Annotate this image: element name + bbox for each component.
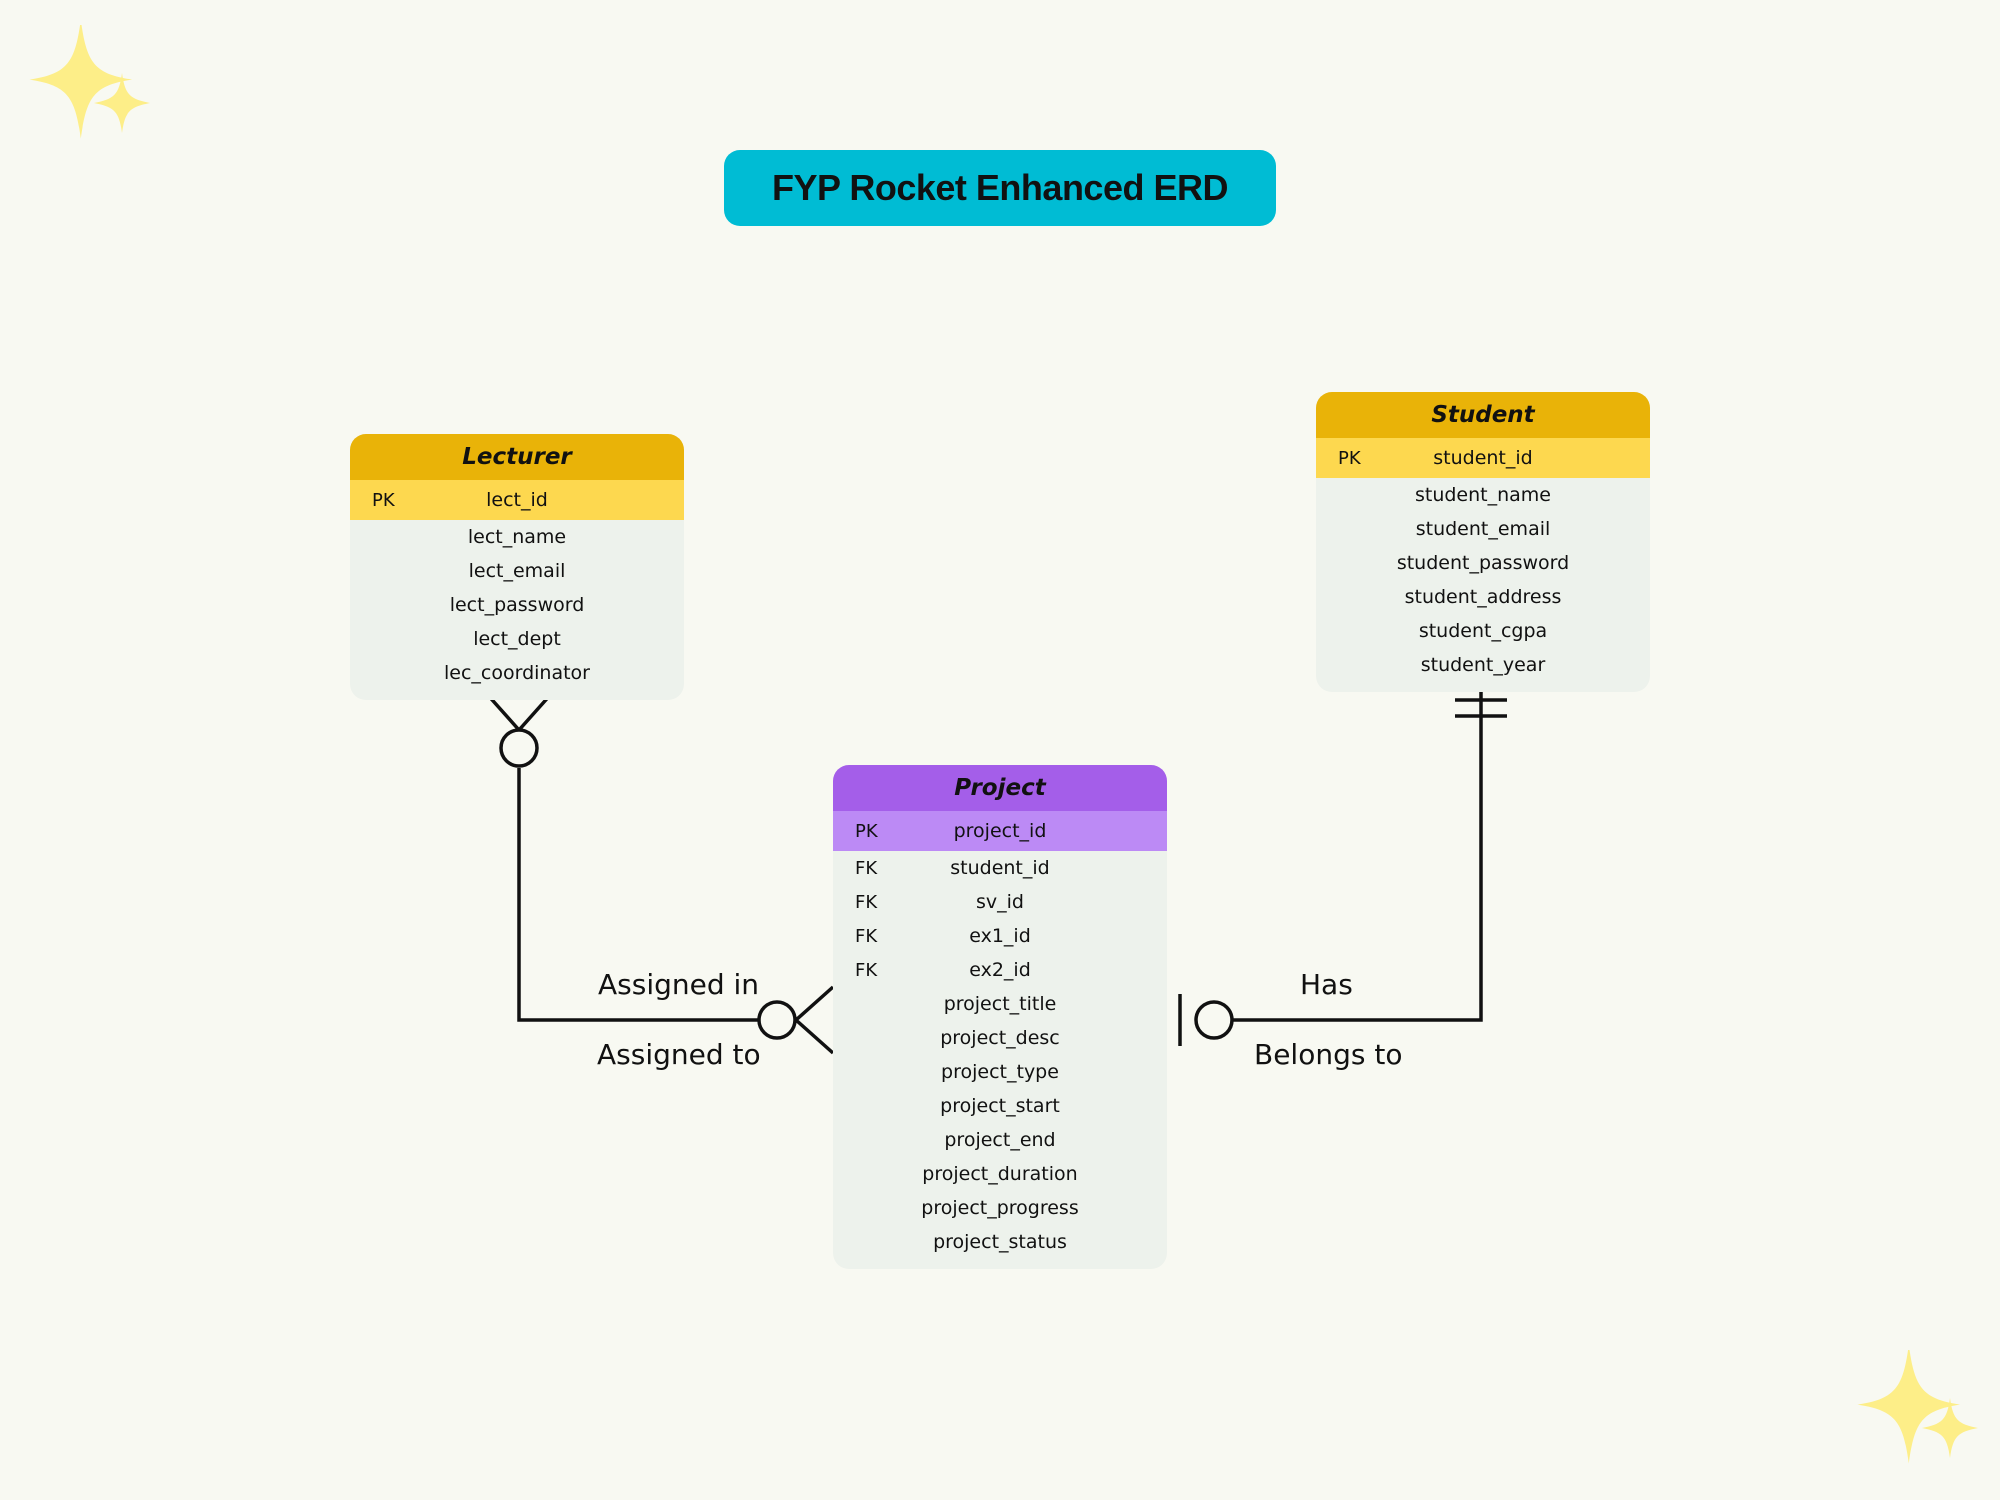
project-crowsfoot: [793, 985, 835, 1055]
attribute-name: project_desc: [940, 1027, 1060, 1049]
key-label: FK: [855, 959, 878, 981]
attribute-name: student_name: [1414, 484, 1551, 506]
attribute-name: student_id: [1433, 447, 1533, 469]
key-label: PK: [1338, 447, 1361, 469]
project-field-row: FK ex2_id: [833, 953, 1167, 987]
project-field-row: project_title: [833, 987, 1167, 1021]
key-label: FK: [855, 891, 878, 913]
attribute-name: lec_coordinator: [444, 662, 590, 684]
lecturer-optional-circle: [499, 728, 539, 768]
project-field-row: project_progress: [833, 1191, 1167, 1225]
project-field-row: project_duration: [833, 1157, 1167, 1191]
sparkle-icon: [29, 25, 150, 139]
project-field-row: project_status: [833, 1225, 1167, 1259]
attribute-name: ex2_id: [969, 959, 1031, 981]
key-label: PK: [372, 489, 395, 511]
diagram-title: FYP Rocket Enhanced ERD: [724, 150, 1276, 226]
lecturer-name: Lecturer: [462, 444, 572, 470]
attribute-name: project_end: [944, 1129, 1056, 1151]
project-entity[interactable]: Project PK project_id FK student_id FK sv_…: [833, 765, 1167, 1269]
attribute-name: student_id: [950, 857, 1050, 879]
attribute-name: project_start: [940, 1095, 1060, 1117]
lecturer-pk-row: PK lect_id: [350, 480, 684, 520]
attribute-name: project_title: [943, 993, 1057, 1015]
student-entity[interactable]: Student PK student_id student_name stude…: [1316, 392, 1650, 692]
attribute-name: lect_id: [486, 489, 548, 511]
attribute-name: student_password: [1396, 552, 1570, 574]
project-field-row: FK student_id: [833, 851, 1167, 885]
attribute-name: student_cgpa: [1418, 620, 1548, 642]
label-assigned-to: Assigned to: [597, 1038, 761, 1071]
project-zero-circle: [1194, 1000, 1234, 1040]
student-field-row: student_email: [1316, 512, 1650, 546]
lecturer-project-line: [517, 768, 758, 1022]
project-field-row: project_end: [833, 1123, 1167, 1157]
project-field-row: project_type: [833, 1055, 1167, 1089]
attribute-name: student_year: [1420, 654, 1546, 676]
label-assigned-in: Assigned in: [598, 968, 760, 1001]
attribute-name: sv_id: [976, 891, 1024, 913]
student-field-row: student_password: [1316, 546, 1650, 580]
lecturer-field-row: lect_email: [350, 554, 684, 588]
key-label: FK: [855, 925, 878, 947]
attribute-name: lect_email: [468, 560, 566, 582]
student-field-row: student_year: [1316, 648, 1650, 682]
student-header: Student: [1316, 392, 1650, 438]
student-project-line: [1232, 685, 1483, 1022]
student-field-row: student_name: [1316, 478, 1650, 512]
student-field-row: student_address: [1316, 580, 1650, 614]
label-belongs-to: Belongs to: [1254, 1038, 1403, 1071]
attribute-name: student_email: [1415, 518, 1551, 540]
attribute-name: project_duration: [922, 1163, 1078, 1185]
project-field-row: project_start: [833, 1089, 1167, 1123]
attribute-name: project_progress: [921, 1197, 1079, 1219]
project-name: Project: [954, 775, 1046, 801]
project-pk-row: PK project_id: [833, 811, 1167, 851]
lecturer-field-row: lect_name: [350, 520, 684, 554]
student-pk-row: PK student_id: [1316, 438, 1650, 478]
diagram-title-text: FYP Rocket Enhanced ERD: [772, 167, 1228, 208]
key-label: PK: [855, 820, 878, 842]
label-has: Has: [1300, 968, 1353, 1001]
key-label: FK: [855, 857, 878, 879]
attribute-name: project_type: [941, 1061, 1059, 1083]
project-field-row: FK ex1_id: [833, 919, 1167, 953]
sparkle-icon: [1857, 1350, 1978, 1464]
attribute-name: student_address: [1404, 586, 1562, 608]
attribute-name: lect_name: [467, 526, 567, 548]
student-field-row: student_cgpa: [1316, 614, 1650, 648]
project-header: Project: [833, 765, 1167, 811]
lecturer-entity[interactable]: Lecturer PK lect_id lect_name lect_email…: [350, 434, 684, 700]
student-name: Student: [1431, 402, 1535, 428]
attribute-name: ex1_id: [969, 925, 1031, 947]
lecturer-field-row: lec_coordinator: [350, 656, 684, 690]
lecturer-field-row: lect_password: [350, 588, 684, 622]
lecturer-field-row: lect_dept: [350, 622, 684, 656]
project-field-row: FK sv_id: [833, 885, 1167, 919]
attribute-name: project_status: [933, 1231, 1067, 1253]
project-optional-circle: [757, 1000, 797, 1040]
lecturer-header: Lecturer: [350, 434, 684, 480]
project-field-row: project_desc: [833, 1021, 1167, 1055]
attribute-name: lect_password: [449, 594, 585, 616]
attribute-name: lect_dept: [473, 628, 561, 650]
attribute-name: project_id: [953, 820, 1047, 842]
